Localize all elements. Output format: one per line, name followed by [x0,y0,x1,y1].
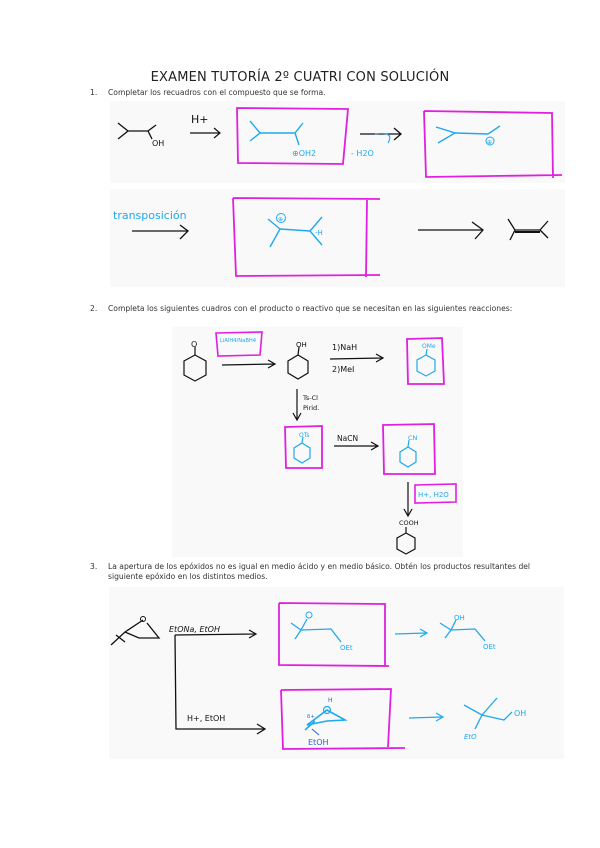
svg-text:H: H [328,697,333,704]
svg-text:⊕: ⊕ [278,216,283,223]
svg-text:OH: OH [296,341,307,349]
product-box-ome [406,337,445,385]
product-box-ots [284,425,323,469]
svg-text:OH: OH [514,709,526,718]
answer-box-1 [236,107,349,165]
minus-h-label: -H [315,229,323,237]
reagent-box-hydrolysis [414,483,457,504]
svg-text:OTs: OTs [299,432,310,439]
q3-drawing-panel: EtONa, EtOH OEt OH OEt H+, EtOH H δ+ EtO… [109,587,564,759]
svg-text:1)NaH: 1)NaH [332,343,357,352]
q2-drawing-panel: O LiAlH4/NaBH4 OH 1)NaH 2)MeI OMe Ts-Cl … [172,327,463,557]
svg-text:OMe: OMe [422,343,436,350]
question-number: 1. [90,88,98,97]
cyclohexanol [287,346,309,380]
svg-text:EtOH: EtOH [308,738,329,747]
reagent-box-reduction [215,331,263,357]
q2-reaction-scheme: O LiAlH4/NaBH4 OH 1)NaH 2)MeI OMe Ts-Cl … [183,331,457,555]
answer-box-basic [278,602,390,667]
answer-box-2 [423,110,563,179]
q1-drawing-panel-top: OH H+ ⊕OH2 - H2O ⊕ [110,101,565,183]
svg-text:NaCN: NaCN [337,434,358,443]
svg-text:Ts-Cl: Ts-Cl [302,394,318,402]
question-text: Completa los siguientes cuadros con el p… [108,304,513,313]
oh2-plus-label: ⊕OH2 [292,149,316,158]
svg-text:δ+: δ+ [307,714,315,720]
svg-text:OEt: OEt [483,643,496,651]
basic-product [439,619,486,642]
cyclohexanone [183,347,207,382]
svg-text:O: O [191,340,197,349]
q1-reaction-row-2: transposición ⊕ -H [113,197,549,278]
answer-box-acid [280,688,406,750]
svg-text:EtO: EtO [464,733,477,741]
svg-text:OEt: OEt [340,644,353,652]
oh-label: OH [152,139,164,148]
transposicion-label: transposición [113,209,187,222]
document-title: EXAMEN TUTORÍA 2º CUATRI CON SOLUCIÓN [150,70,450,85]
q1-reaction-row-1: OH H+ ⊕OH2 - H2O ⊕ [117,107,563,179]
svg-text:COOH: COOH [399,519,419,527]
acid-product [463,697,513,730]
svg-text:LiAlH4/NaBH4: LiAlH4/NaBH4 [220,338,257,344]
svg-text:H+, H2O: H+, H2O [418,491,449,499]
q1-drawing-panel-bottom: transposición ⊕ -H [110,189,565,287]
svg-text:CN: CN [408,434,418,442]
alkene-product [507,218,549,241]
basic-reagent: EtONa, EtOH [169,625,220,634]
question-number: 2. [90,304,98,313]
svg-text:OH: OH [454,614,465,622]
svg-text:Pirid.: Pirid. [303,404,319,412]
minus-h2o-label: - H2O [351,149,374,158]
answer-box-3 [232,197,381,277]
cyclohexanecarboxylic-acid [396,527,416,555]
svg-text:2)MeI: 2)MeI [332,365,354,374]
reagent-h-plus: H+ [191,113,209,126]
carbocation-label: ⊕ [487,139,492,146]
acid-reagent: H+, EtOH [187,714,225,723]
question-number: 3. [90,562,98,571]
question-text: La apertura de los epóxidos no es igual … [108,562,531,581]
product-box-cn [382,423,436,475]
question-text: Completar los recuadros con el compuesto… [108,88,326,97]
q3-reaction-scheme: EtONa, EtOH OEt OH OEt H+, EtOH H δ+ EtO… [110,602,526,750]
epoxide [110,619,161,646]
